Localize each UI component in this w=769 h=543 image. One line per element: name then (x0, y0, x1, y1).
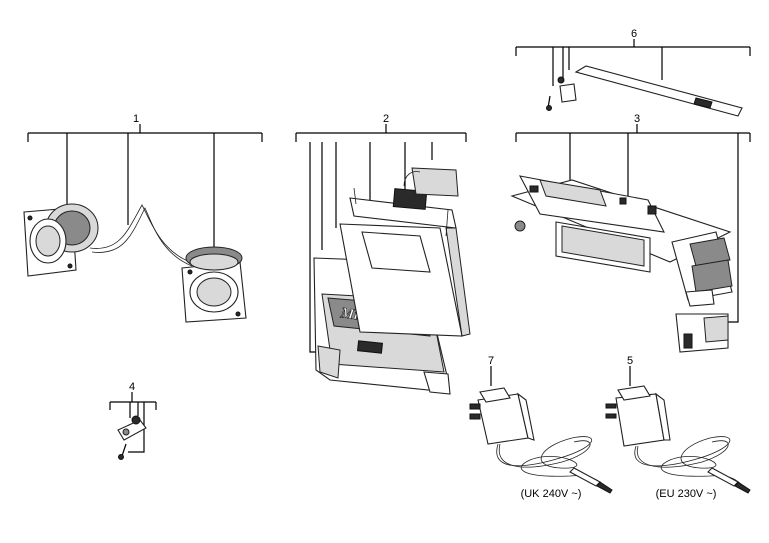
callout-2-label: 2 (383, 113, 389, 125)
callout-6-bracket: 6 (515, 28, 751, 86)
callout-4-bracket: 4 (109, 381, 157, 453)
uk-adapter (469, 387, 613, 494)
callout-5-leader: 5 (627, 355, 633, 386)
eu-adapter-caption: (EU 230V ~) (656, 488, 717, 500)
speaker-wire (89, 204, 193, 267)
callout-3-label: 3 (634, 113, 640, 125)
callout-6-label: 6 (631, 28, 637, 40)
callout-5-label: 5 (627, 355, 633, 367)
main-pcb (510, 175, 733, 301)
eu-adapter (605, 385, 751, 494)
antenna (546, 65, 743, 117)
callout-1-label: 1 (133, 113, 139, 125)
power-module (675, 289, 729, 353)
callout-7-leader: 7 (488, 355, 494, 386)
rear-panel (339, 223, 471, 337)
ribbon-connector (392, 167, 459, 210)
speaker-right (181, 246, 247, 323)
callout-7-label: 7 (488, 355, 494, 367)
uk-adapter-caption: (UK 240V ~) (521, 488, 582, 500)
callout-1-bracket: 1 (27, 113, 263, 250)
speaker-left (23, 203, 99, 277)
callout-4-label: 4 (129, 381, 135, 393)
bracket-hardware (117, 415, 147, 460)
